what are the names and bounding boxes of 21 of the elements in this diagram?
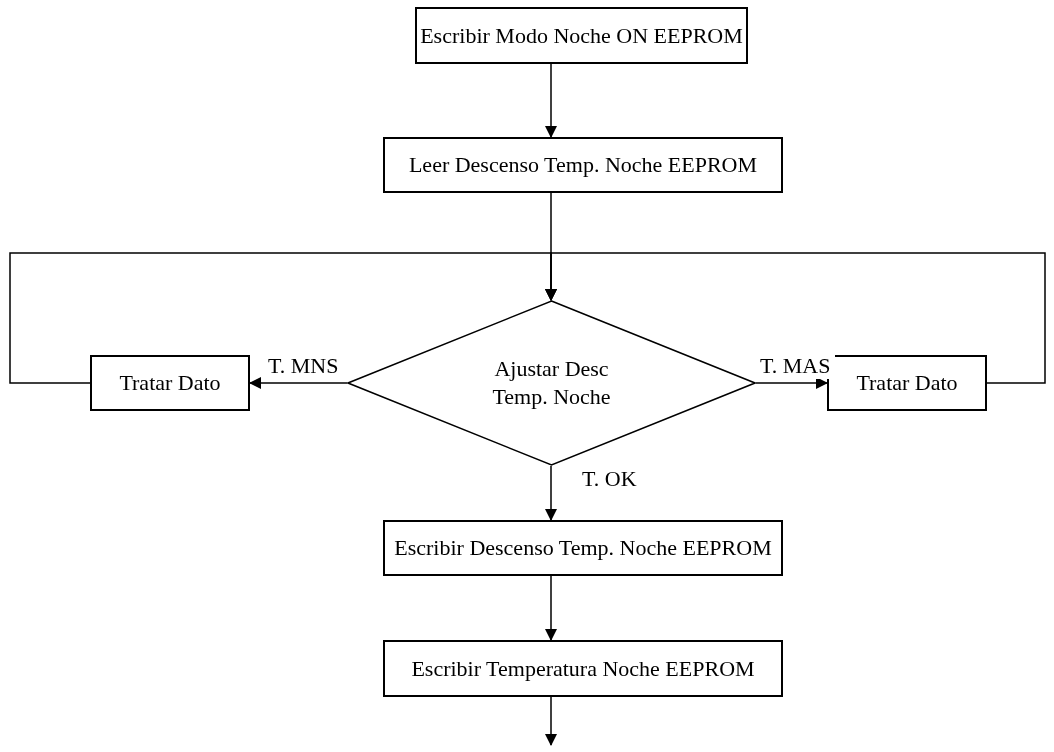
node-label: Escribir Modo Noche ON EEPROM <box>420 21 743 50</box>
arrow <box>249 377 348 389</box>
process-box <box>827 355 987 411</box>
arrow <box>755 377 828 389</box>
process-box <box>415 7 748 64</box>
node-label: Tratar Dato <box>856 369 958 397</box>
process-box <box>383 640 783 697</box>
arrow <box>545 252 1046 384</box>
arrow <box>545 696 557 746</box>
node-label: Leer Descenso Temp. Noche EEPROM <box>408 151 758 179</box>
arrow <box>545 465 557 521</box>
arrow <box>545 63 557 138</box>
arrow <box>545 575 557 641</box>
node-label: Escribir Descenso Temp. Noche EEPROM <box>394 534 772 562</box>
decision-diamond <box>347 300 756 466</box>
node-label: Escribir Temperatura Noche EEPROM <box>411 654 755 683</box>
process-box <box>383 137 783 193</box>
node-label: Tratar Dato <box>119 369 221 397</box>
process-box <box>383 520 783 576</box>
process-box <box>90 355 250 411</box>
node-label: Ajustar Desc Temp. Noche <box>491 355 612 411</box>
